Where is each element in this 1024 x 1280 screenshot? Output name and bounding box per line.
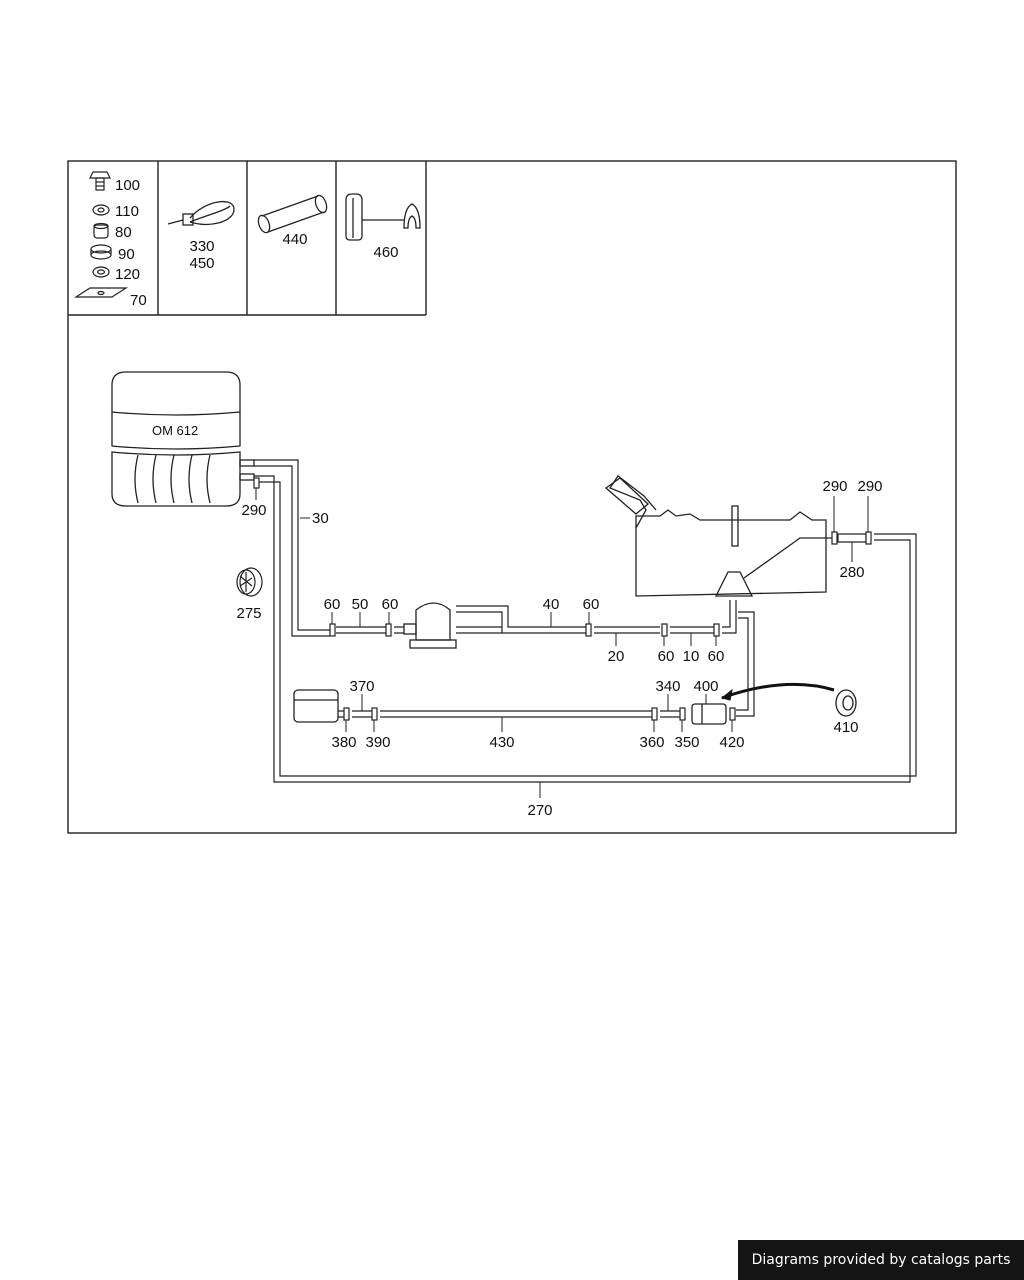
callout-290-tank-a: 290 — [822, 478, 847, 495]
label-330: 330 — [189, 238, 214, 255]
callout-60-a: 60 — [324, 596, 341, 613]
callout-350: 350 — [674, 734, 699, 751]
callout-60-b: 60 — [382, 596, 399, 613]
callout-270: 270 — [527, 802, 552, 819]
callout-60-c: 60 — [583, 596, 600, 613]
reservoir — [293, 689, 339, 723]
label-100: 100 — [115, 177, 140, 194]
callout-430: 430 — [489, 734, 514, 751]
fuel-tank — [604, 475, 830, 597]
leader-lines — [255, 488, 869, 798]
footer-attribution[interactable]: Diagrams provided by catalogs parts — [738, 1240, 1024, 1280]
callout-380: 380 — [331, 734, 356, 751]
plate-icon — [73, 287, 129, 298]
part-275-cap-icon — [236, 567, 263, 597]
fuel-filter-housing — [403, 602, 457, 649]
callout-370: 370 — [349, 678, 374, 695]
arrow-410 — [721, 682, 835, 700]
clamps — [253, 477, 872, 721]
bushing-icon — [93, 222, 109, 239]
engine-label: OM 612 — [152, 423, 198, 438]
callout-60-e: 60 — [708, 648, 725, 665]
legend-small-parts — [73, 171, 129, 298]
callout-40: 40 — [543, 596, 560, 613]
fuel-lines — [254, 459, 917, 783]
label-440: 440 — [282, 231, 307, 248]
label-450: 450 — [189, 255, 214, 272]
diagram-frame — [67, 160, 957, 834]
callout-340: 340 — [655, 678, 680, 695]
label-110: 110 — [115, 203, 139, 220]
callout-400: 400 — [693, 678, 718, 695]
grommet-icon — [90, 244, 112, 260]
callout-labels: 290 30 275 60 50 60 40 60 20 60 10 60 29… — [236, 478, 882, 819]
legend-labels: 100 110 80 90 120 70 330 450 440 460 — [115, 177, 399, 309]
label-70: 70 — [130, 292, 147, 309]
footer-text: Diagrams provided by catalogs parts — [751, 1252, 1011, 1268]
callout-275: 275 — [236, 605, 261, 622]
callout-390: 390 — [365, 734, 390, 751]
bolt-icon — [89, 171, 111, 191]
clip-icon — [345, 193, 421, 241]
callout-410: 410 — [833, 719, 858, 736]
callout-420: 420 — [719, 734, 744, 751]
label-460: 460 — [373, 244, 398, 261]
label-90: 90 — [118, 246, 135, 263]
callout-30: 30 — [312, 510, 329, 527]
callout-10: 10 — [683, 648, 700, 665]
callout-60-d: 60 — [658, 648, 675, 665]
callout-280: 280 — [839, 564, 864, 581]
callout-290-engine: 290 — [241, 502, 266, 519]
pump-400 — [691, 703, 727, 725]
engine-block — [111, 371, 255, 507]
callout-360: 360 — [639, 734, 664, 751]
cable-tie-icon — [167, 200, 235, 226]
callout-50: 50 — [352, 596, 369, 613]
label-120: 120 — [115, 266, 140, 283]
callout-290-tank-b: 290 — [857, 478, 882, 495]
ring-icon — [92, 266, 110, 278]
label-80: 80 — [115, 224, 132, 241]
washer-icon — [92, 204, 110, 216]
hose-piece-icon — [257, 194, 328, 234]
callout-20: 20 — [608, 648, 625, 665]
grommet-410 — [835, 689, 857, 717]
